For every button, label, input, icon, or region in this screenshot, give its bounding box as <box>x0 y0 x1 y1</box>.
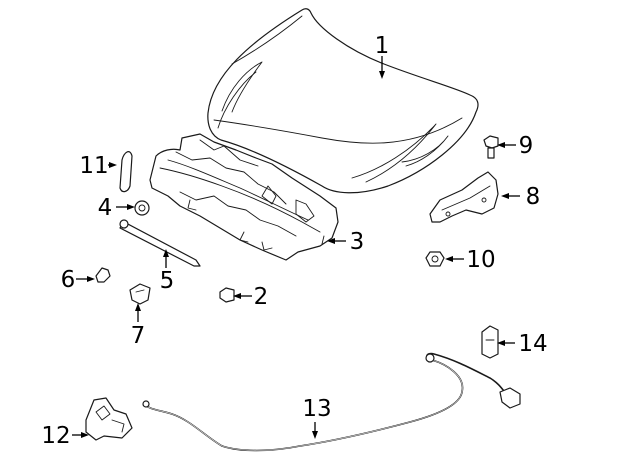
bolt <box>483 135 499 159</box>
release-cable <box>142 352 521 452</box>
callout-13: 13 <box>302 396 331 422</box>
cable-connector <box>481 325 499 359</box>
hood-hinge <box>429 171 499 223</box>
prop-rod <box>119 219 201 267</box>
callout-9: 9 <box>519 133 534 159</box>
weatherstrip <box>119 151 133 193</box>
callout-3: 3 <box>350 229 365 255</box>
clip <box>95 267 111 283</box>
callout-10: 10 <box>466 247 495 273</box>
callout-14: 14 <box>518 331 547 357</box>
callout-1: 1 <box>375 33 390 59</box>
hood-latch <box>85 397 133 441</box>
callout-4: 4 <box>98 195 113 221</box>
prop-rod-holder <box>129 283 151 305</box>
callout-8: 8 <box>526 184 541 210</box>
callout-12: 12 <box>41 423 70 449</box>
callout-7: 7 <box>131 323 146 349</box>
hood-bumper <box>219 287 235 303</box>
callout-11: 11 <box>79 153 108 179</box>
leader-lines <box>72 56 520 439</box>
callout-2: 2 <box>254 284 269 310</box>
callout-labels: 1 2 3 4 5 6 7 8 9 10 11 12 13 14 <box>41 33 547 449</box>
grommet <box>134 200 150 216</box>
callout-5: 5 <box>160 268 175 294</box>
hood-panel <box>207 8 479 194</box>
hood-insulator <box>149 133 339 261</box>
callout-6: 6 <box>61 267 76 293</box>
nut <box>425 251 445 267</box>
